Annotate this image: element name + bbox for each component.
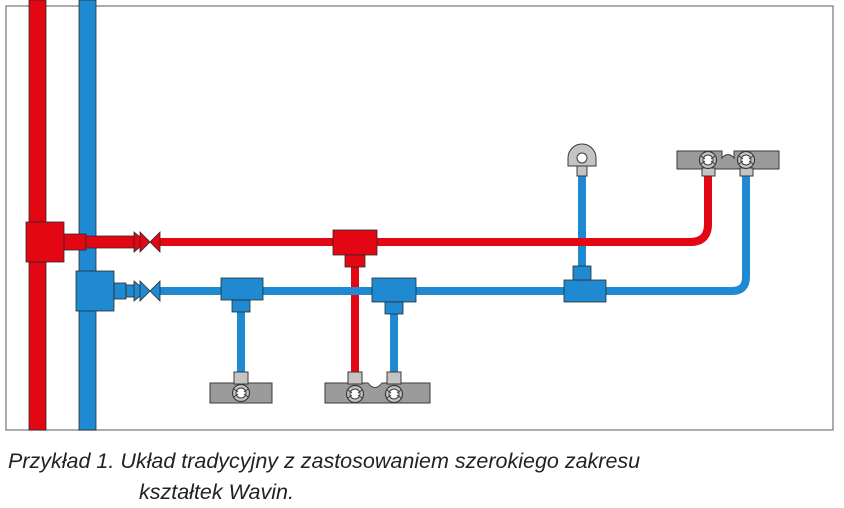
hot-branch-double-tap (351, 258, 359, 383)
cold-riser (78, 0, 97, 431)
cold-line (160, 170, 750, 295)
cold-tee-1 (220, 277, 264, 313)
piping-diagram (5, 0, 834, 431)
single-tap-fitting (209, 371, 273, 404)
cold-tee-3 (563, 265, 607, 303)
cold-tee-2 (371, 277, 417, 315)
caption-line-1: Przykład 1. Układ tradycyjny z zastosowa… (8, 449, 641, 473)
cold-riser-tee (75, 270, 147, 312)
diagram-frame (5, 5, 834, 431)
hot-tee (332, 229, 378, 268)
cold-valve (139, 280, 161, 302)
hot-riser (28, 0, 47, 431)
cold-branch-top-fitting (578, 176, 586, 274)
top-wall-elbow (567, 143, 597, 177)
top-double-fitting (676, 150, 780, 177)
caption-line-2: kształtek Wavin. (139, 480, 294, 504)
double-tap-fitting (324, 371, 431, 404)
figure-caption: Przykład 1. Układ tradycyjny z zastosowa… (8, 446, 838, 508)
cold-branch-left-tap (237, 300, 245, 390)
hot-line (160, 170, 712, 246)
cold-branch-double-tap (390, 300, 398, 383)
hot-valve (139, 231, 161, 253)
